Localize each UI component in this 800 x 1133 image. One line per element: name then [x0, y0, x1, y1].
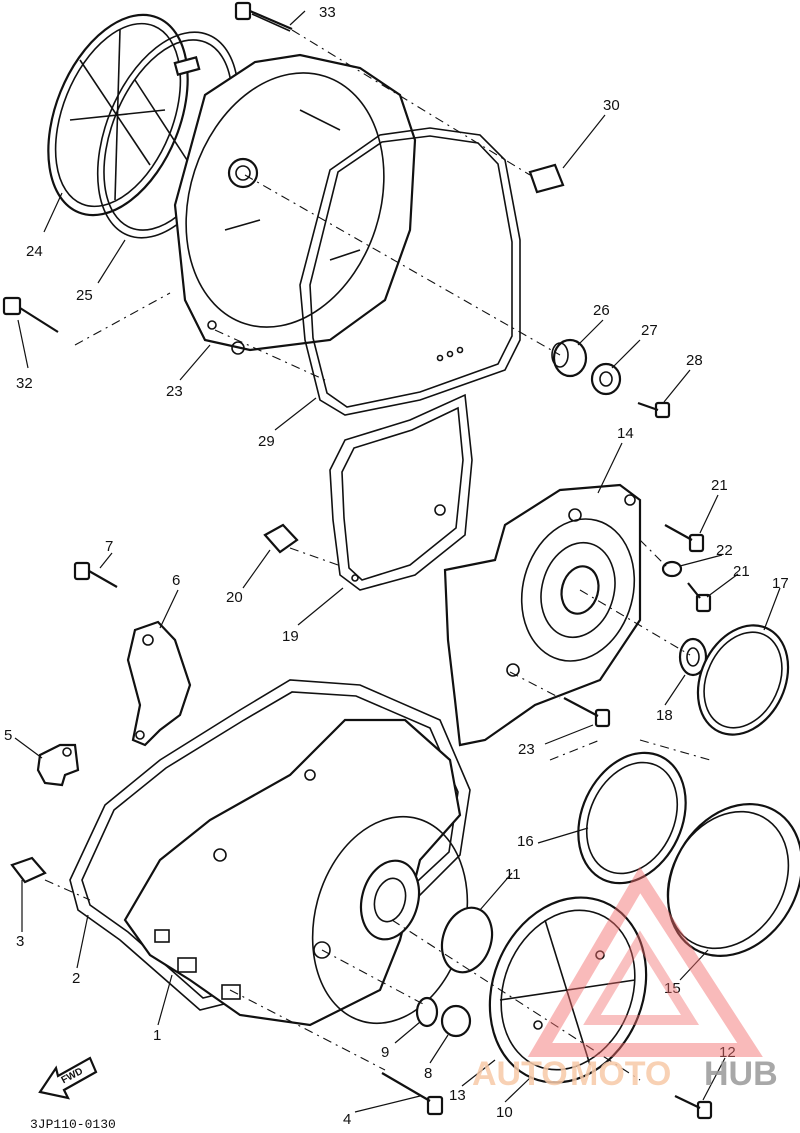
part-20-dowel [263, 523, 299, 554]
part-1-crankcase-cover [123, 718, 469, 1027]
callout-24: 23 [166, 383, 183, 400]
part-21-bolt-lower [687, 582, 712, 613]
part-14-crank-cover [443, 483, 642, 747]
part-8-plug [440, 1004, 472, 1038]
part-17-circlip [696, 624, 790, 736]
part-24-clutch-cover [173, 53, 417, 355]
callout-6: 6 [172, 572, 180, 589]
part-26-gasket [96, 31, 240, 239]
part-10-cover [488, 896, 648, 1084]
callout-11: 11 [505, 866, 521, 883]
callout-4: 4 [343, 1111, 351, 1128]
callout-21-upper: 21 [711, 477, 728, 494]
callout-10: 10 [496, 1104, 513, 1121]
part-12-bolt [674, 1095, 713, 1120]
part-15-cap [666, 802, 800, 958]
part-19-gasket [329, 393, 473, 591]
callout-21-lower: 21 [733, 563, 750, 580]
callout-numbers: 33 30 24 25 32 23 29 26 27 28 14 21 22 2… [4, 4, 789, 1128]
callout-25: 24 [26, 243, 43, 260]
part-33-bolt [234, 1, 293, 32]
drawing-code: 3JP110-0130 [30, 1117, 116, 1132]
watermark-text-auto: AUTO [472, 1055, 568, 1093]
part-7-bolt [73, 561, 118, 588]
part-4-bolt [381, 1072, 444, 1116]
part-21-bolt-upper [664, 524, 705, 553]
callout-16: 16 [517, 833, 534, 850]
callout-27: 26 [593, 302, 610, 319]
part-18-oil-seal [678, 637, 708, 677]
callout-33: 33 [319, 4, 336, 21]
callout-22: 22 [716, 542, 733, 559]
part-29-bolt [637, 401, 671, 419]
callout-31: 30 [603, 97, 620, 114]
part-5-clamp [36, 743, 80, 787]
callout-8: 8 [424, 1065, 432, 1082]
part-32-bolt [2, 296, 59, 333]
callout-12: 12 [719, 1044, 736, 1061]
part-9-o-ring [415, 996, 439, 1028]
callout-19: 19 [282, 628, 299, 645]
callout-13: 13 [449, 1087, 466, 1104]
callout-1: 1 [153, 1027, 161, 1044]
fwd-direction-arrow: FWD [38, 1056, 98, 1100]
callout-29: 28 [686, 352, 703, 369]
lower-alignment-lines [44, 879, 641, 1081]
callout-leader-lines [14, 10, 781, 1113]
callout-14: 14 [617, 425, 634, 442]
part-28-washer [590, 362, 622, 396]
part-22-o-ring [661, 560, 683, 578]
callout-7: 7 [105, 538, 113, 555]
callout-28: 27 [641, 322, 658, 339]
callout-9: 9 [381, 1044, 389, 1061]
upper-alignment-lines [74, 29, 561, 381]
callout-32: 32 [16, 375, 33, 392]
middle-alignment-lines [289, 539, 711, 761]
part-6-bracket [126, 620, 192, 747]
callout-30: 29 [258, 433, 275, 450]
watermark-text-hub: HUB [704, 1055, 778, 1093]
callout-5: 5 [4, 727, 12, 744]
part-25-cover-plate [47, 13, 189, 217]
callout-18: 18 [656, 707, 673, 724]
part-23-bolt [563, 697, 611, 728]
part-31-dowel [528, 163, 565, 194]
callout-20: 20 [226, 589, 243, 606]
part-27-bushing [551, 338, 588, 378]
callout-2: 2 [72, 970, 80, 987]
callout-17: 17 [772, 575, 789, 592]
part-30-gasket [299, 127, 521, 416]
watermark-logo: AUTO MOTO HUB [472, 866, 778, 1093]
part-16-gasket [577, 751, 687, 885]
part-3-dowel [10, 856, 47, 884]
callout-15: 15 [664, 980, 681, 997]
part-11-o-ring [440, 906, 494, 974]
callout-26: 25 [76, 287, 93, 304]
watermark-text-moto: MOTO [570, 1055, 671, 1093]
callout-3: 3 [16, 933, 24, 950]
callout-23: 23 [518, 741, 535, 758]
